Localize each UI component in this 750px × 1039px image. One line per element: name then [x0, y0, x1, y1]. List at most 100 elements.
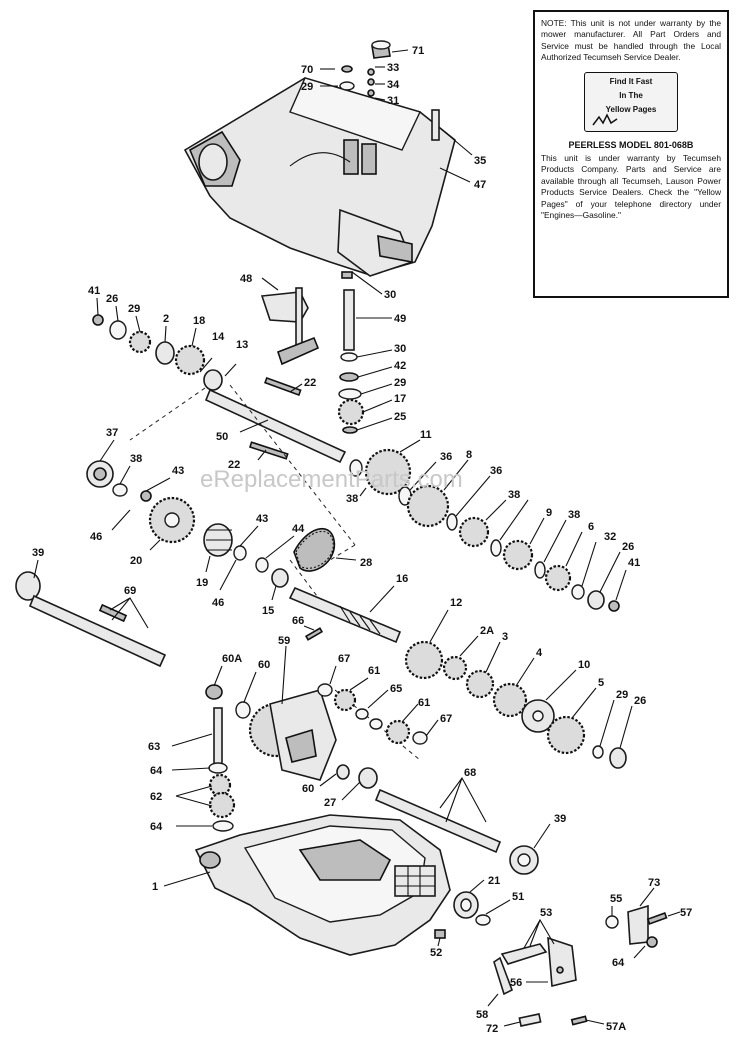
callout-41: 41 — [88, 285, 100, 297]
callout-60: 60 — [258, 659, 270, 671]
callout-60: 60 — [302, 783, 314, 795]
callout-31: 31 — [387, 95, 399, 107]
callout-48: 48 — [240, 273, 252, 285]
callout-69: 69 — [124, 585, 136, 597]
callout-57: 57 — [680, 907, 692, 919]
note-text: NOTE: This unit is not under warranty by… — [541, 18, 721, 63]
callout-42: 42 — [394, 360, 406, 372]
callout-1: 1 — [152, 881, 158, 893]
callout-20: 20 — [130, 555, 142, 567]
callout-28: 28 — [360, 557, 372, 569]
callout-21: 21 — [488, 875, 500, 887]
callout-65: 65 — [390, 683, 402, 695]
top-small-parts — [339, 40, 440, 141]
callout-53: 53 — [540, 907, 552, 919]
yellow-pages-sign: Find It Fast In The Yellow Pages — [584, 71, 678, 132]
callout-10: 10 — [578, 659, 590, 671]
callout-30: 30 — [394, 343, 406, 355]
callout-52: 52 — [430, 947, 442, 959]
callout-9: 9 — [546, 507, 552, 519]
lower-housing — [194, 814, 451, 956]
callout-26: 26 — [634, 695, 646, 707]
callout-56: 56 — [510, 977, 522, 989]
callout-19: 19 — [196, 577, 208, 589]
callout-8: 8 — [466, 449, 472, 461]
shift-lever-parts — [434, 891, 668, 1027]
callout-59: 59 — [278, 635, 290, 647]
callout-70: 70 — [301, 64, 313, 76]
callout-43: 43 — [256, 513, 268, 525]
callout-64: 64 — [612, 957, 625, 969]
callout-50: 50 — [216, 431, 228, 443]
callout-30: 30 — [384, 289, 396, 301]
callout-16: 16 — [396, 573, 408, 585]
callout-36: 36 — [490, 465, 502, 477]
callout-66: 66 — [292, 615, 304, 627]
middle-left-gear-cluster — [86, 460, 336, 588]
callout-4: 4 — [536, 647, 543, 659]
callout-29: 29 — [616, 689, 628, 701]
callout-46: 46 — [212, 597, 224, 609]
differential-assembly — [205, 627, 428, 832]
callout-18: 18 — [193, 315, 205, 327]
callout-35: 35 — [474, 155, 486, 167]
callout-29: 29 — [394, 377, 406, 389]
callout-55: 55 — [610, 893, 622, 905]
callout-46: 46 — [90, 531, 102, 543]
callout-41: 41 — [628, 557, 640, 569]
callout-49: 49 — [394, 313, 406, 325]
model-text: This unit is under warranty by Tecumseh … — [541, 153, 721, 221]
callout-11: 11 — [420, 429, 432, 441]
callout-38: 38 — [508, 489, 520, 501]
callout-26: 26 — [106, 293, 118, 305]
callout-67: 67 — [338, 653, 350, 665]
callout-44: 44 — [292, 523, 305, 535]
callout-63: 63 — [148, 741, 160, 753]
sign-line-1: Find It Fast — [609, 76, 653, 86]
callout-17: 17 — [394, 393, 406, 405]
model-title: PEERLESS MODEL 801-068B — [568, 139, 694, 150]
shift-fork-assembly — [260, 271, 365, 434]
callout-62: 62 — [150, 791, 162, 803]
callout-13: 13 — [236, 339, 248, 351]
callout-2: 2 — [163, 313, 169, 325]
warranty-note-box: NOTE: This unit is not under warranty by… — [533, 10, 729, 298]
callout-32: 32 — [604, 531, 616, 543]
callout-38: 38 — [568, 509, 580, 521]
main-shaft — [288, 586, 402, 644]
callout-43: 43 — [172, 465, 184, 477]
callout-leaders — [33, 49, 681, 1027]
callout-67: 67 — [440, 713, 452, 725]
callout-68: 68 — [464, 767, 476, 779]
callout-71: 71 — [412, 45, 424, 57]
callout-5: 5 — [598, 677, 604, 689]
callout-29: 29 — [301, 81, 313, 93]
callout-57A: 57A — [606, 1021, 626, 1033]
callout-73: 73 — [648, 877, 660, 889]
callout-39: 39 — [32, 547, 44, 559]
countershaft-gear-stack — [349, 448, 620, 612]
sign-line-2: In The — [619, 90, 643, 100]
callout-37: 37 — [106, 427, 118, 439]
callout-15: 15 — [262, 605, 274, 617]
watermark: eReplacementParts.com — [200, 466, 463, 493]
callout-38: 38 — [346, 493, 358, 505]
callout-61: 61 — [418, 697, 430, 709]
callout-34: 34 — [387, 79, 400, 91]
callout-64: 64 — [150, 765, 163, 777]
callout-38: 38 — [130, 453, 142, 465]
callout-numbers: 71 70 33 29 34 31 35 47 48 30 49 30 42 2… — [32, 45, 692, 1035]
callout-33: 33 — [387, 62, 399, 74]
callout-2A: 2A — [480, 625, 494, 637]
callout-61: 61 — [368, 665, 380, 677]
callout-26: 26 — [622, 541, 634, 553]
sign-line-3: Yellow Pages — [605, 104, 657, 114]
callout-6: 6 — [588, 521, 594, 533]
callout-64: 64 — [150, 821, 163, 833]
upper-housing — [183, 77, 456, 277]
lower-right-gear-row — [404, 640, 627, 769]
callout-22: 22 — [304, 377, 316, 389]
callout-22: 22 — [228, 459, 240, 471]
callout-14: 14 — [212, 331, 225, 343]
